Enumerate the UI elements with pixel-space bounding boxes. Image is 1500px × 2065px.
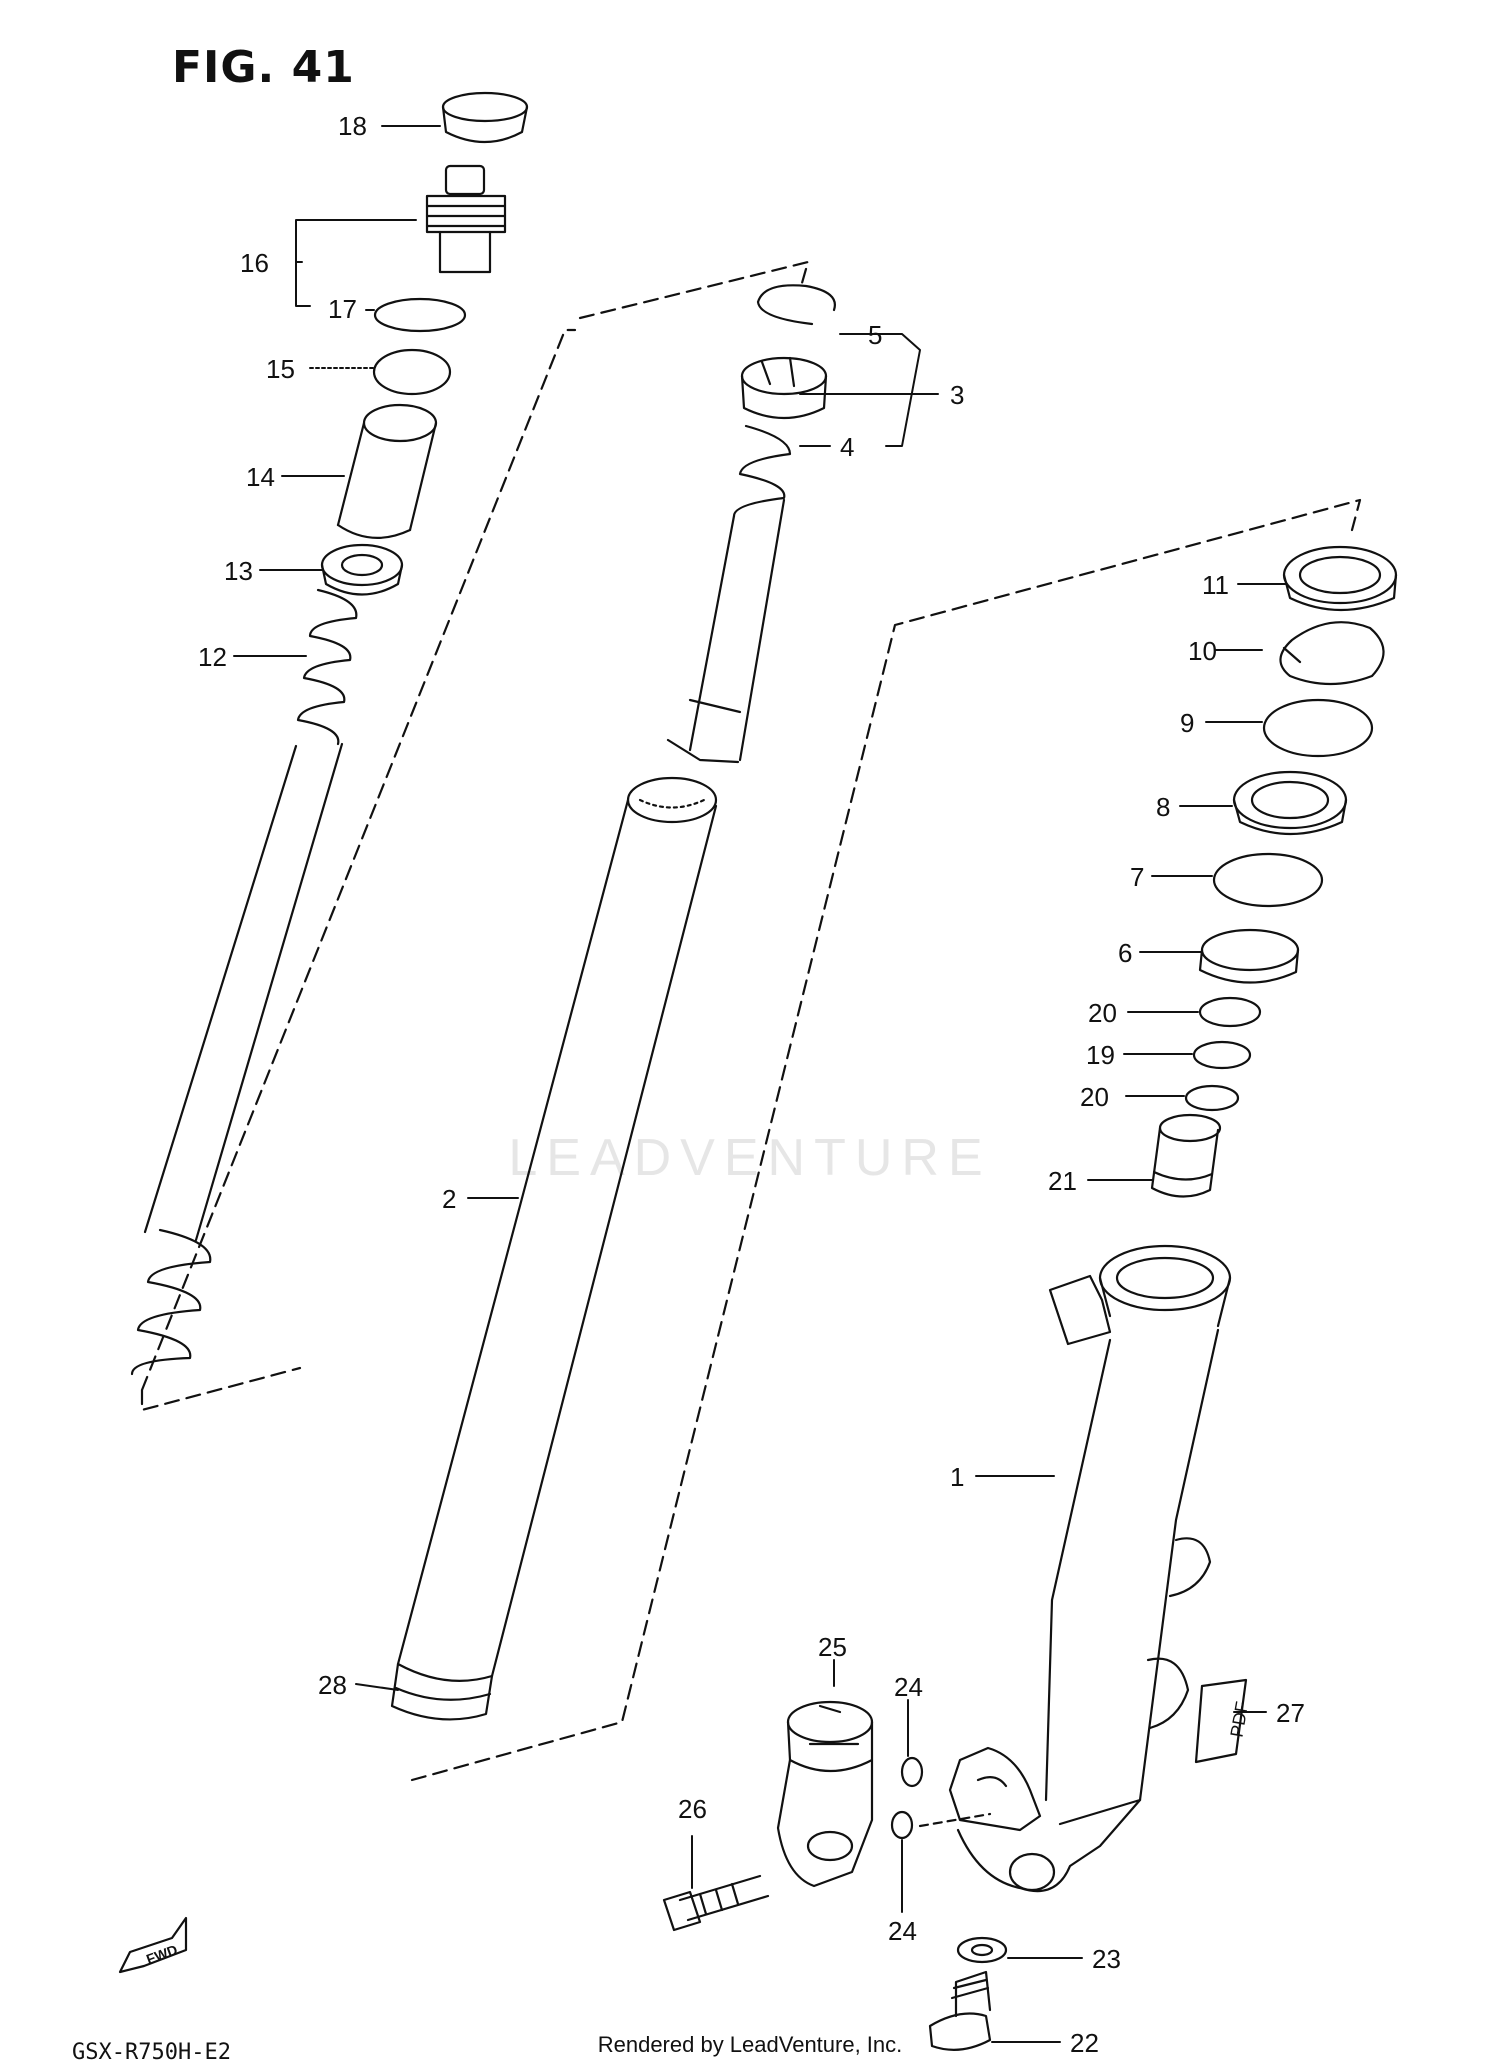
callout-24-lower: 24 [888, 1916, 917, 1946]
part-24-o-ring-upper [902, 1758, 922, 1786]
part-2-inner-tube [398, 778, 716, 1676]
leader-lines [234, 126, 1286, 2042]
callout-9: 9 [1180, 708, 1194, 738]
callout-19: 19 [1086, 1040, 1115, 1070]
part-15-washer [374, 350, 450, 394]
callout-15: 15 [266, 354, 295, 384]
callout-27: 27 [1276, 1698, 1305, 1728]
callout-16: 16 [240, 248, 269, 278]
callout-14: 14 [246, 462, 275, 492]
watermark-text: LEADVENTURE [508, 1129, 992, 1187]
callout-24-upper: 24 [894, 1672, 923, 1702]
part-3-damper-head [742, 358, 826, 418]
part-19-ring [1194, 1042, 1250, 1068]
part-20-washer-upper [1200, 998, 1260, 1026]
part-11-dust-seal [1284, 547, 1396, 610]
part-17-o-ring [375, 299, 465, 331]
part-6-guide-bushing [1200, 930, 1298, 983]
pdf-tag-text: PDF [1226, 1700, 1252, 1739]
middle-group-outline [412, 262, 1360, 1780]
callout-6: 6 [1118, 938, 1132, 968]
callout-18: 18 [338, 111, 367, 141]
part-24-o-ring-lower [892, 1812, 912, 1838]
callout-20-lower: 20 [1080, 1082, 1109, 1112]
part-25-damper-adjuster [778, 1702, 872, 1886]
part-10-stopper-ring [1280, 622, 1383, 684]
part-23-washer [958, 1938, 1006, 1962]
part-27-label [1196, 1680, 1246, 1762]
callout-3: 3 [950, 380, 964, 410]
part-1-outer-tube [950, 1246, 1230, 1891]
callout-25: 25 [818, 1632, 847, 1662]
callout-28: 28 [318, 1670, 347, 1700]
callout-20-upper: 20 [1088, 998, 1117, 1028]
callout-2: 2 [442, 1184, 456, 1214]
part-7-washer [1214, 854, 1322, 906]
part-28-slide-bushing [392, 1664, 492, 1719]
part-5-circlip [758, 285, 835, 324]
part-4-piston-ring [734, 426, 790, 516]
part-20-washer-lower [1186, 1086, 1238, 1110]
callout-1: 1 [950, 1462, 964, 1492]
callout-13: 13 [224, 556, 253, 586]
figure-title: FIG. 41 [172, 42, 355, 93]
part-22-drain-bolt [930, 1972, 990, 2050]
callout-17: 17 [328, 294, 357, 324]
callout-4: 4 [840, 432, 854, 462]
callout-10: 10 [1188, 636, 1217, 666]
callout-11: 11 [1202, 570, 1229, 600]
part-13-spring-seat [322, 545, 402, 595]
callout-12: 12 [198, 642, 227, 672]
callout-7: 7 [1130, 862, 1144, 892]
callout-26: 26 [678, 1794, 707, 1824]
part-12-fork-spring [132, 590, 356, 1374]
part-26-bolt [664, 1876, 768, 1930]
part-18-cap [443, 93, 527, 142]
damper-rod [668, 500, 784, 762]
part-9-oil-seal-retainer [1264, 700, 1372, 756]
part-14-spacer [338, 405, 436, 538]
render-credit: Rendered by LeadVenture, Inc. [597, 2032, 903, 2057]
callout-8: 8 [1156, 792, 1170, 822]
part-8-oil-seal [1234, 772, 1346, 834]
left-group-outline [142, 330, 575, 1410]
callout-21: 21 [1048, 1166, 1077, 1196]
fwd-arrow-icon [120, 1918, 186, 1972]
callout-5: 5 [868, 320, 882, 350]
part-16-cap-bolt [427, 166, 505, 272]
callout-22: 22 [1070, 2028, 1099, 2058]
callout-23: 23 [1092, 1944, 1121, 1974]
part-21-oil-lock-piece [1152, 1115, 1220, 1197]
